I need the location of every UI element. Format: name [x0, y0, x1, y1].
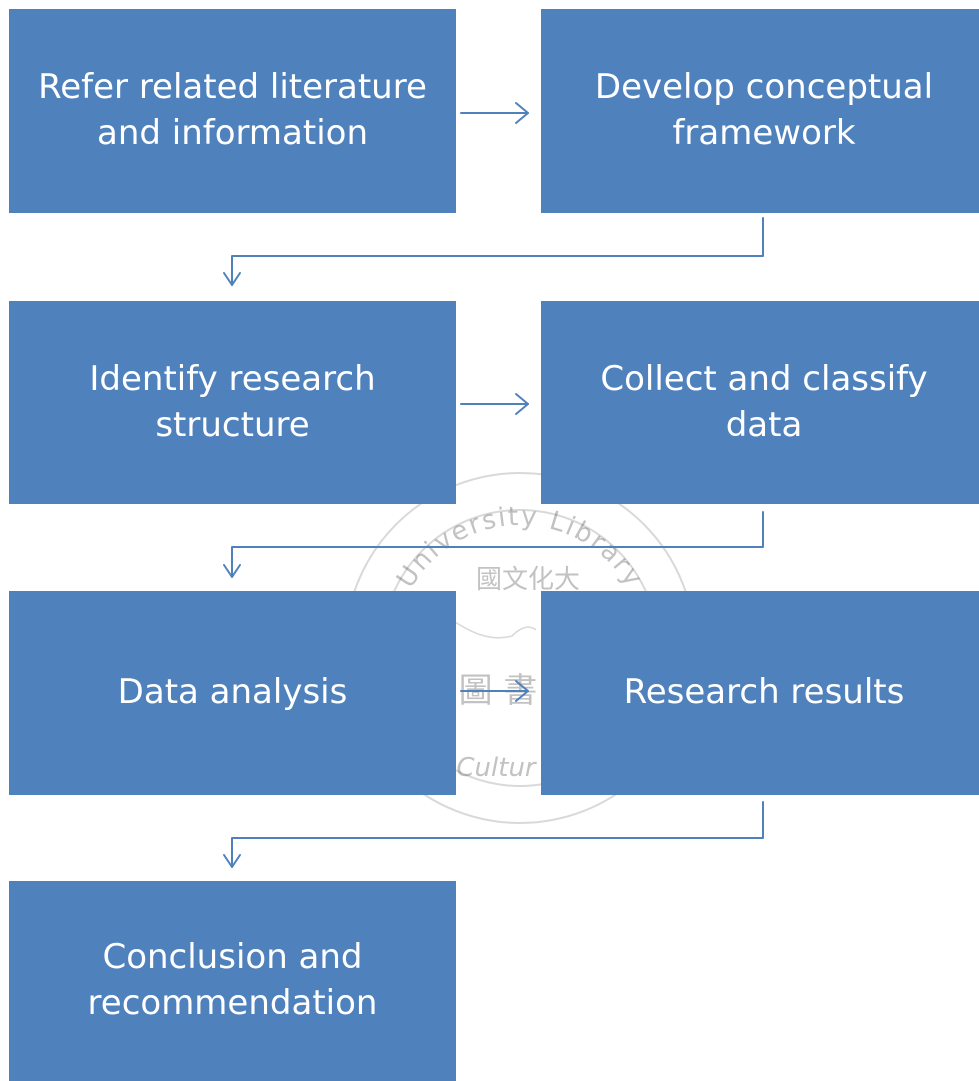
- step-refer-literature: Refer related literature and information: [9, 9, 456, 213]
- step-research-results: Research results: [541, 591, 979, 795]
- step-conclusion-recommendation: Conclusion and recommendation: [9, 881, 456, 1081]
- watermark-chinese-center: 圖 書: [459, 671, 538, 711]
- elbow-arrow-step6-to-step7: [223, 801, 764, 868]
- step-label: Conclusion and recommendation: [87, 937, 378, 1023]
- watermark-bottom-text: Cultur: [456, 753, 538, 783]
- step-label: Research results: [623, 672, 905, 713]
- elbow-arrow-step4-to-step5: [223, 511, 764, 578]
- step-label: Collect and classify data: [600, 358, 928, 445]
- step-label: Data analysis: [117, 672, 348, 713]
- step-label: Develop conceptual framework: [594, 67, 934, 153]
- step-data-analysis: Data analysis: [9, 591, 456, 795]
- step-identify-structure: Identify research structure: [9, 301, 456, 504]
- step-label: Refer related literature and information: [38, 67, 427, 153]
- arrow-step3-to-step4: [460, 393, 529, 415]
- elbow-arrow-step2-to-step3: [223, 217, 764, 286]
- arrow-step5-to-step6: [460, 680, 529, 702]
- step-label: Identify research structure: [89, 358, 376, 445]
- step-collect-classify-data: Collect and classify data: [541, 301, 979, 504]
- step-develop-framework: Develop conceptual framework: [541, 9, 979, 213]
- watermark-arc-text: University Library: [391, 502, 649, 593]
- arrow-step1-to-step2: [460, 102, 529, 124]
